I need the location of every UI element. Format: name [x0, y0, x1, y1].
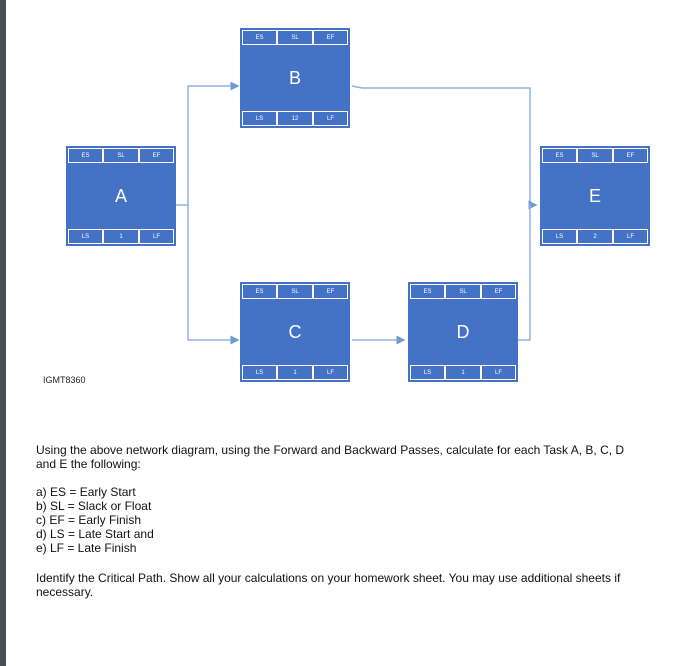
sl-header-cell: SL — [277, 284, 313, 299]
es-cell: ES — [542, 148, 577, 163]
instructions-intro: Using the above network diagram, using t… — [36, 443, 625, 471]
es-cell: ES — [68, 148, 103, 163]
ef-cell: EF — [139, 148, 174, 163]
instructions-closing: Identify the Critical Path. Show all you… — [36, 571, 621, 599]
list-item: e) LF = Late Finish — [36, 541, 137, 555]
ef-cell: EF — [313, 284, 348, 299]
list-item: a) ES = Early Start — [36, 485, 136, 499]
es-cell: ES — [242, 284, 277, 299]
task-name: D — [456, 321, 470, 342]
es-cell: ES — [410, 284, 445, 299]
task-node-a: ES SL EF A LS 1 LF — [66, 146, 176, 246]
edge-a-c — [187, 205, 240, 345]
es-cell: ES — [242, 30, 277, 45]
ls-cell: LS — [242, 111, 277, 126]
list-item: b) SL = Slack or Float — [36, 499, 152, 513]
task-node-b: ES SL EF B LS 12 LF — [240, 28, 350, 128]
ls-cell: LS — [68, 229, 103, 244]
slack-value-cell: 1 — [445, 365, 481, 380]
slack-value-cell: 12 — [277, 111, 313, 126]
lf-cell: LF — [481, 365, 516, 380]
task-node-e: ES SL EF E LS 2 LF — [540, 146, 650, 246]
left-window-border — [0, 0, 6, 666]
task-node-d: ES SL EF D LS 1 LF — [408, 282, 518, 382]
ls-cell: LS — [242, 365, 277, 380]
course-code-label: IGMT8360 — [43, 375, 86, 385]
task-node-c: ES SL EF C LS 1 LF — [240, 282, 350, 382]
lf-cell: LF — [139, 229, 174, 244]
task-name: C — [288, 321, 302, 342]
ls-cell: LS — [410, 365, 445, 380]
slack-value-cell: 1 — [103, 229, 139, 244]
sl-header-cell: SL — [445, 284, 481, 299]
task-name: B — [288, 67, 301, 88]
list-item: c) EF = Early Finish — [36, 513, 142, 527]
edge-d-e — [518, 205, 531, 341]
lf-cell: LF — [313, 111, 348, 126]
ef-cell: EF — [481, 284, 516, 299]
edge-a-b — [176, 81, 240, 206]
slack-value-cell: 1 — [277, 365, 313, 380]
ls-cell: LS — [542, 229, 577, 244]
sl-header-cell: SL — [277, 30, 313, 45]
ef-cell: EF — [313, 30, 348, 45]
ef-cell: EF — [613, 148, 648, 163]
definitions-list: a) ES = Early Start b) SL = Slack or Flo… — [36, 485, 154, 555]
task-name: E — [588, 185, 601, 206]
sl-header-cell: SL — [577, 148, 613, 163]
sl-header-cell: SL — [103, 148, 139, 163]
task-name: A — [114, 185, 127, 206]
lf-cell: LF — [313, 365, 348, 380]
list-item: d) LS = Late Start and — [36, 527, 154, 541]
lf-cell: LF — [613, 229, 648, 244]
edge-b-e — [351, 85, 538, 210]
slack-value-cell: 2 — [577, 229, 613, 244]
